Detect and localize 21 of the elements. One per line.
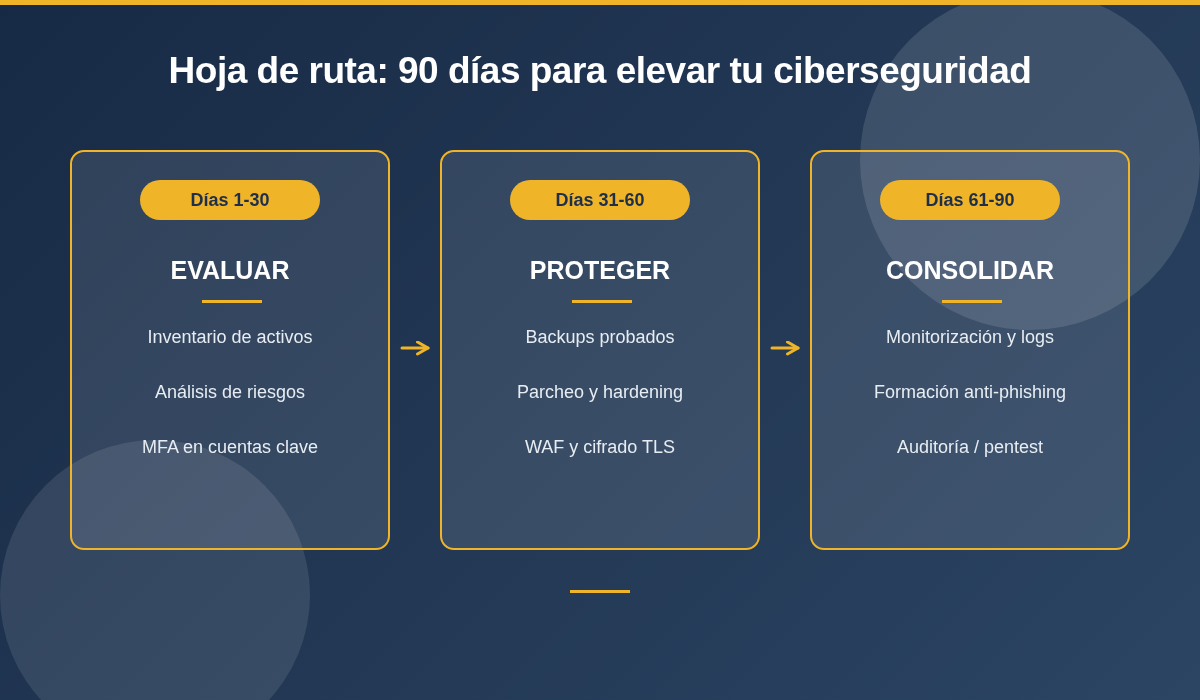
- phase-heading: CONSOLIDAR: [884, 256, 1056, 285]
- phase-card: [440, 150, 760, 550]
- phase-card: [810, 150, 1130, 550]
- day-range-badge: Días 61-90: [880, 180, 1060, 220]
- title: Hoja de ruta: 90 días para elevar tu ciberseguridad: [167, 50, 1033, 92]
- task-item: Parcheo y hardening: [515, 382, 685, 403]
- task-item: Análisis de riesgos: [153, 382, 307, 403]
- task-item: Formación anti-phishing: [872, 382, 1068, 403]
- task-item: WAF y cifrado TLS: [523, 437, 676, 458]
- arrow: [400, 340, 430, 356]
- task-item: MFA en cuentas clave: [140, 437, 320, 458]
- task-item: Inventario de activos: [146, 327, 314, 348]
- day-range-badge: Días 1-30: [140, 180, 320, 220]
- arrow: [770, 340, 800, 356]
- task-item: Backups probados: [524, 327, 676, 348]
- phase-card: [70, 150, 390, 550]
- task-item: Monitorización y logs: [884, 327, 1056, 348]
- task-item: Auditoría / pentest: [895, 437, 1045, 458]
- phase-heading: EVALUAR: [169, 256, 291, 285]
- phase-heading: PROTEGER: [528, 256, 672, 285]
- day-range-badge: Días 31-60: [510, 180, 690, 220]
